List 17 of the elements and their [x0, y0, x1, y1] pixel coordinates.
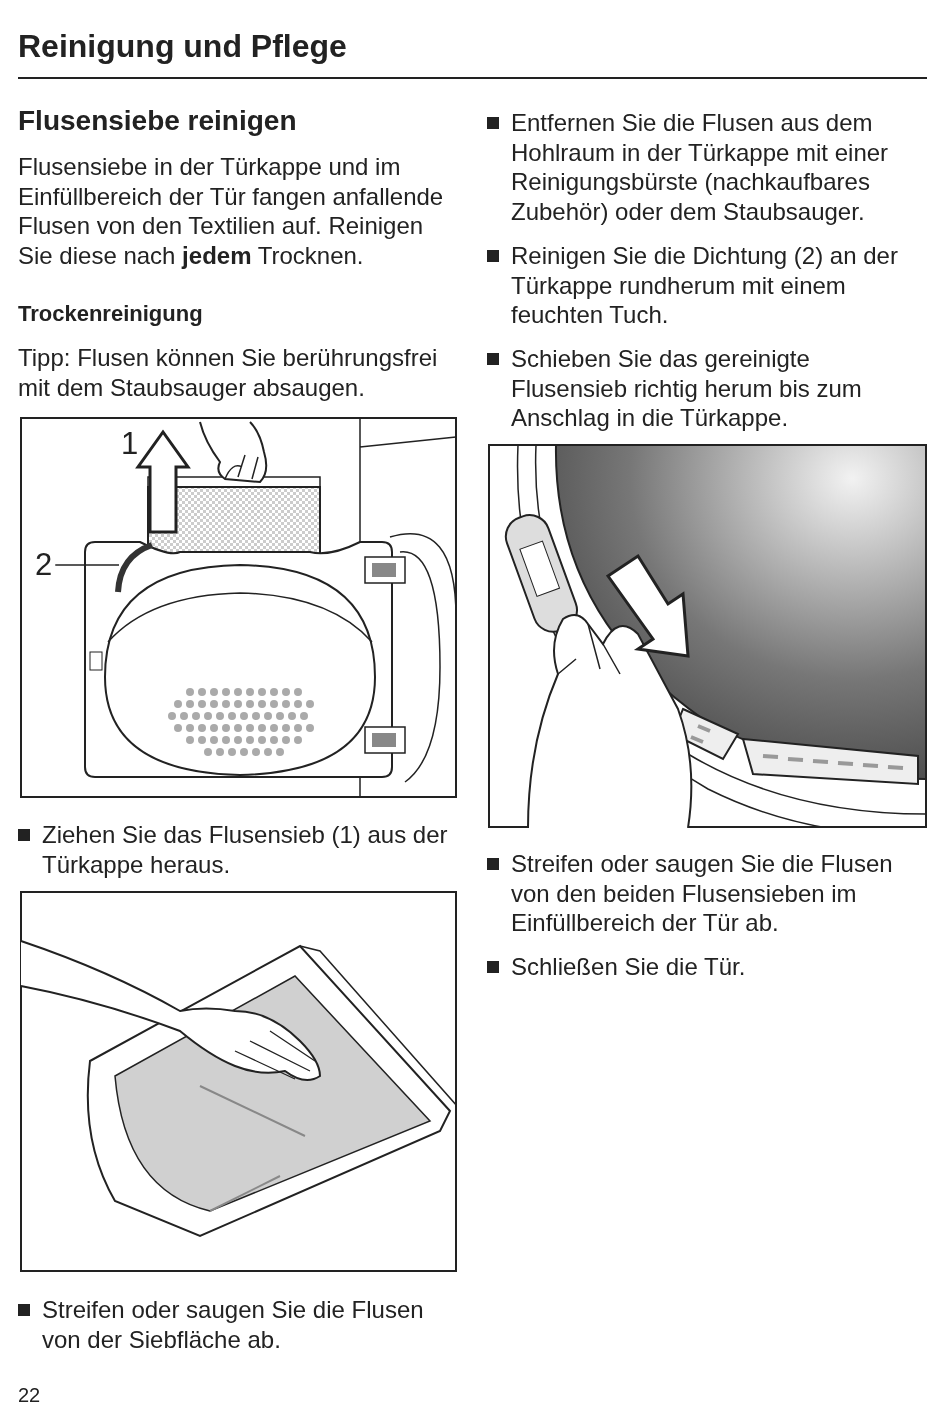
instruction-step: Ziehen Sie das Flusensieb (1) aus der Türkappe heraus.	[42, 820, 452, 879]
callout-number: 1	[121, 427, 139, 461]
callout-number: 2	[35, 548, 53, 582]
instruction-step: Streifen oder saugen Sie die Flusen von den beiden Flusensieben im Einfüllbereich der Tür ab.	[511, 849, 931, 938]
instruction-step: Schließen Sie die Tür.	[511, 952, 931, 982]
subheading: Trockenreinigung	[18, 301, 204, 327]
leader-line	[54, 564, 120, 566]
page-number: 22	[18, 1384, 41, 1404]
instruction-step: Streifen oder saugen Sie die Flusen von der Siebfläche ab.	[42, 1295, 452, 1354]
instruction-step: Entfernen Sie die Flusen aus dem Hohlraum in der Türkappe mit einer Reinigungsbürste (nachkaufbares Zubehör) oder dem Staubsauger.	[511, 108, 931, 226]
body-paragraph: Flusensiebe in der Türkappe und im Einfüllbereich der Tür fangen anfallende Flusen von den Textilien auf. Reinigen Sie diese nach jedem Trocknen.	[18, 152, 445, 270]
door-seal	[115, 542, 154, 593]
instruction-step: Schieben Sie das gereinigte Flusensieb richtig herum bis zum Anschlag in die Türkappe.	[511, 344, 931, 433]
page-title: Reinigung und Pflege	[18, 28, 347, 64]
section-heading: Flusensiebe reinigen	[18, 105, 298, 137]
instruction-step: Reinigen Sie die Dichtung (2) an der Türkappe rundherum mit einem feuchten Tuch.	[511, 241, 931, 330]
body-paragraph: Tipp: Flusen können Sie berührungsfrei mit dem Staubsauger absaugen.	[18, 343, 439, 402]
